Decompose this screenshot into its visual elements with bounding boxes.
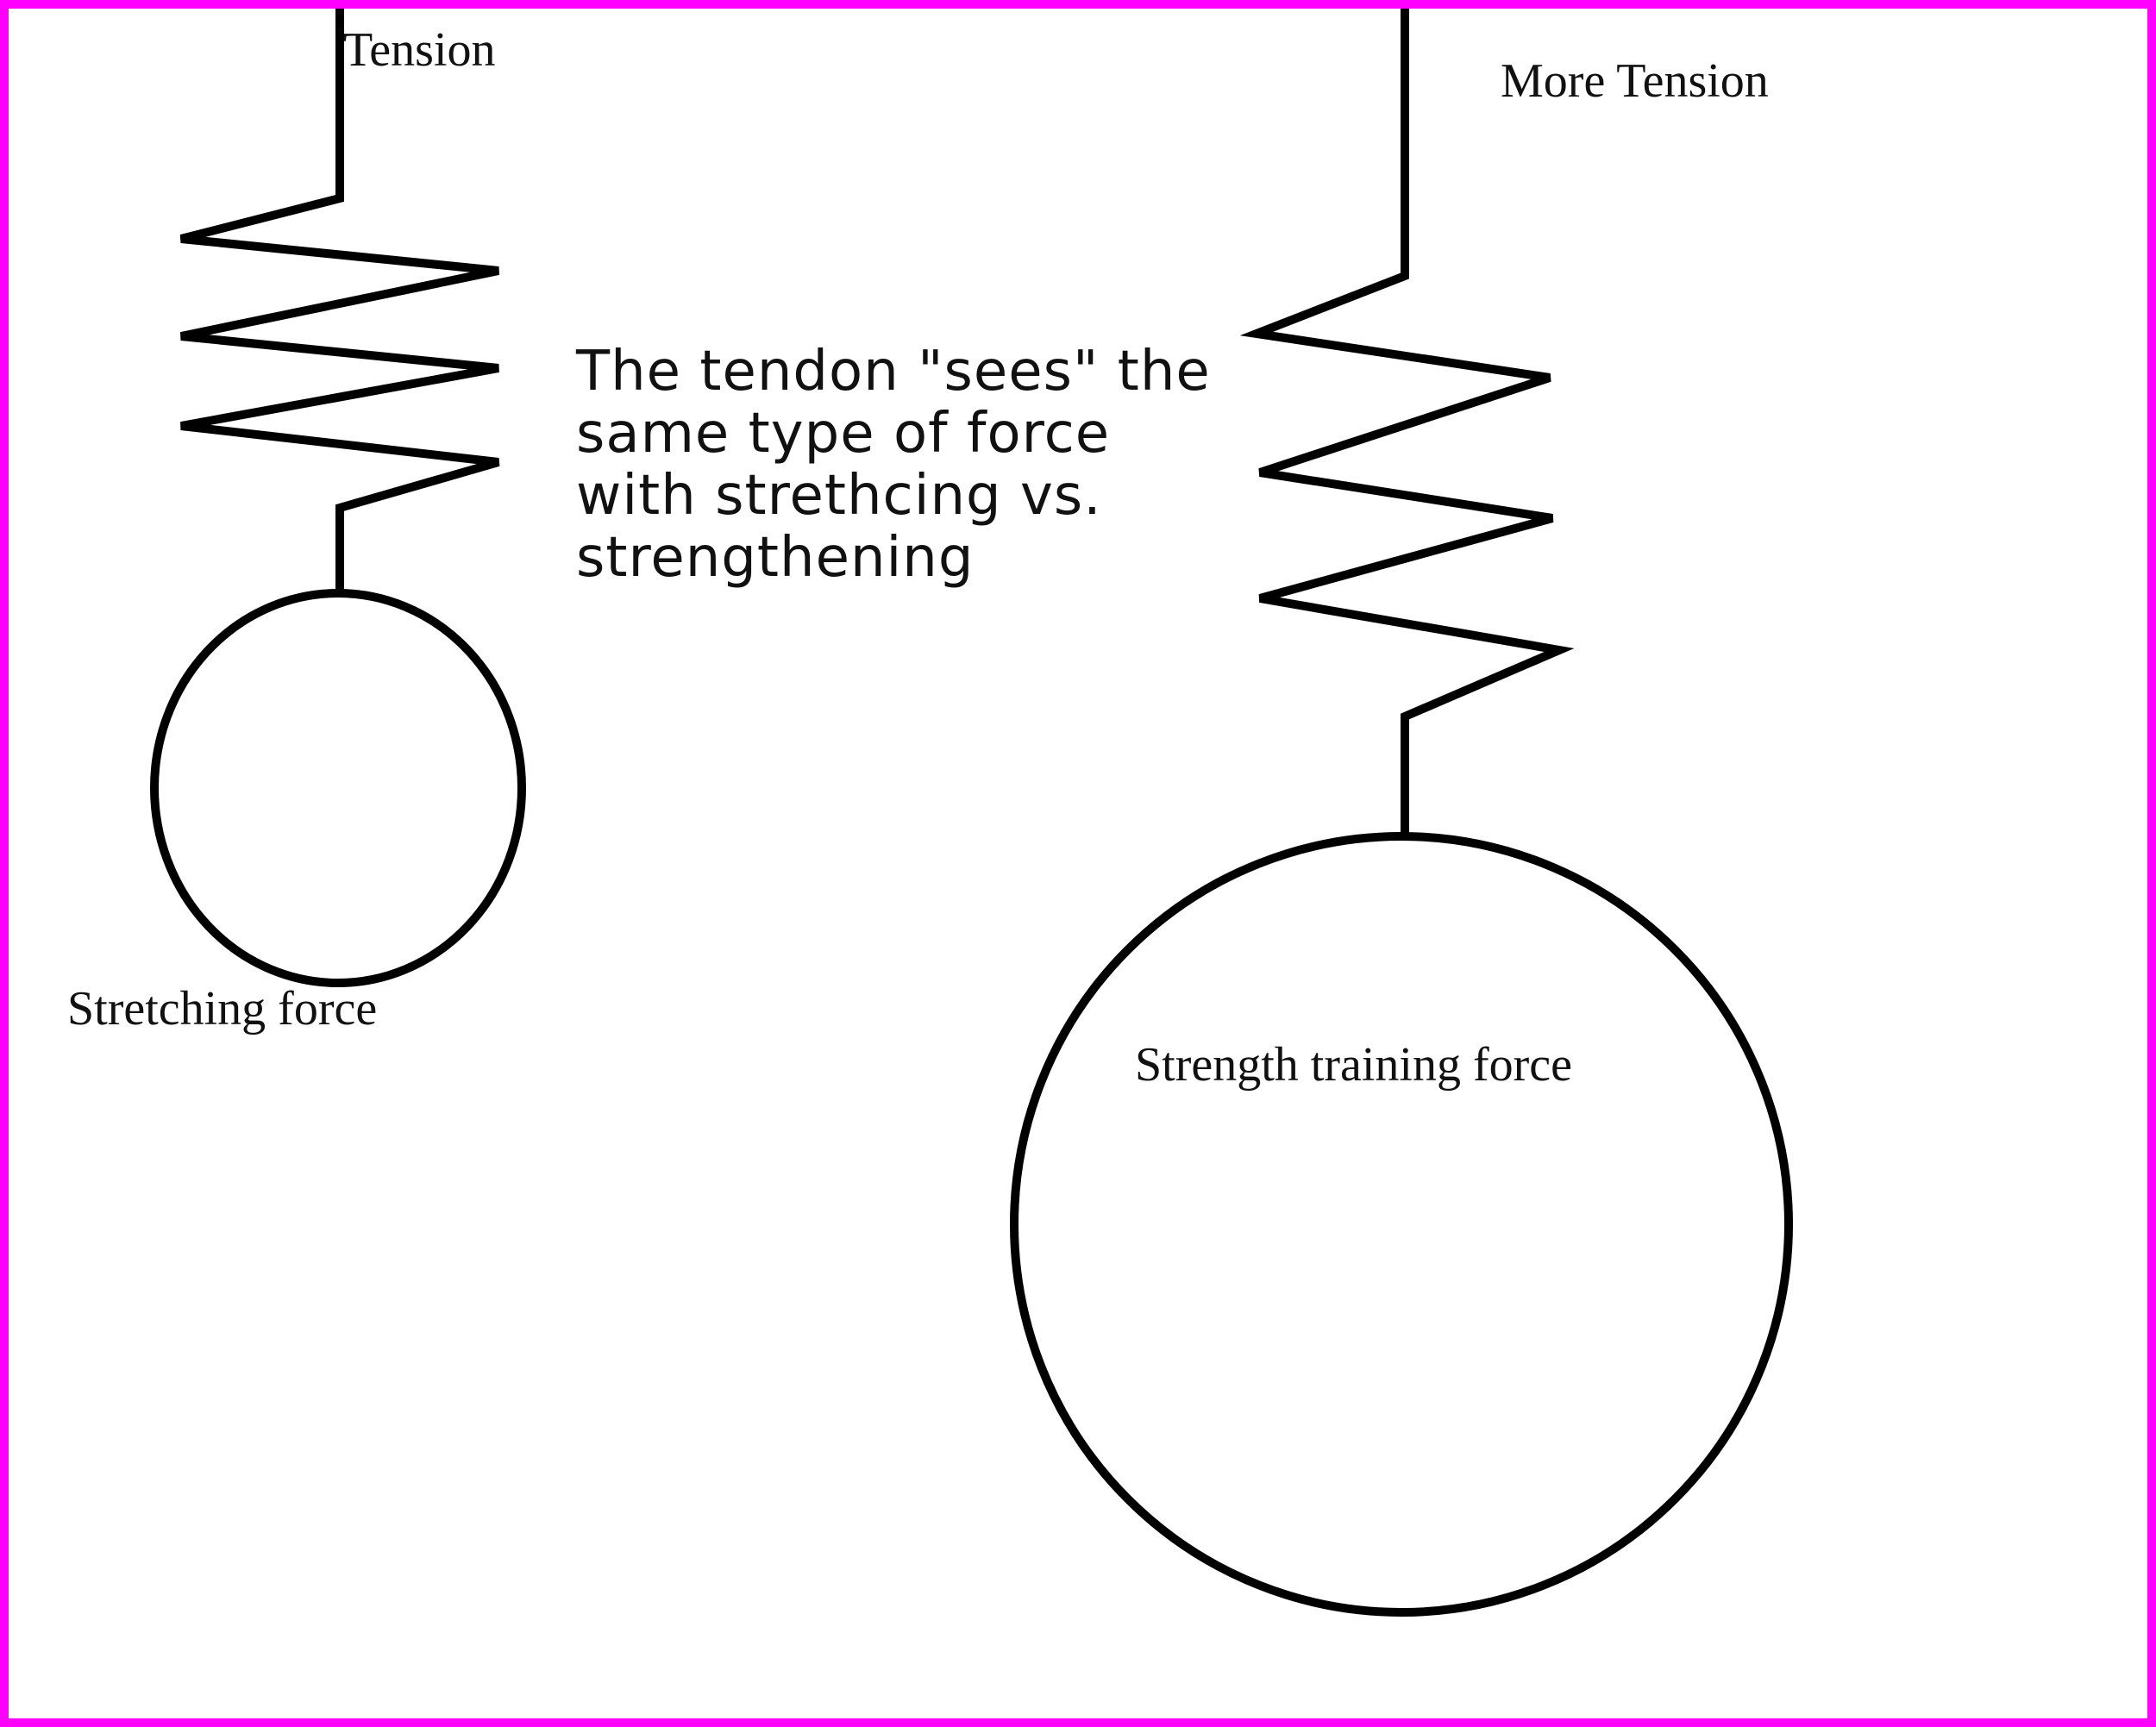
note-line-3: with strethcing vs. [576,464,1102,528]
left-tension-label: Tension [343,23,496,77]
left-spring [179,9,500,595]
left-weight-circle [150,589,526,987]
right-spring-system [1010,9,1793,1617]
note-line-2: same type of force [576,402,1110,466]
stretching-force-label: Stretching force [67,982,377,1036]
right-spring [1239,9,1575,836]
note-line-1: The tendon "sees" the [575,340,1211,404]
right-weight-circle [1010,832,1793,1617]
tendon-note: The tendon "sees" the same type of force… [575,340,1211,590]
right-tension-label: More Tension [1501,54,1769,108]
note-line-4: strengthening [576,526,974,590]
strength-training-force-label: Strength training force [1135,1038,1572,1092]
left-spring-system [150,9,526,987]
